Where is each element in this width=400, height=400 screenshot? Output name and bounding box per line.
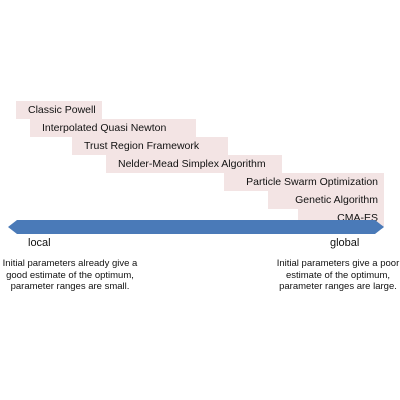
algorithm-bar-classic-powell: Classic Powell <box>16 101 102 119</box>
local-description: Initial parameters already give a good e… <box>2 258 138 292</box>
algorithm-label: Nelder-Mead Simplex Algorithm <box>118 158 266 170</box>
global-pole-label: global <box>330 237 360 249</box>
algorithm-label: Trust Region Framework <box>84 140 200 152</box>
double-arrow-axis <box>8 220 384 234</box>
algorithm-label: Particle Swarm Optimization <box>246 176 378 188</box>
algorithm-bar-interpolated-quasi-newton: Interpolated Quasi Newton <box>30 119 196 137</box>
algorithm-bar-genetic-algorithm: Genetic Algorithm <box>268 191 384 209</box>
algorithm-label: Interpolated Quasi Newton <box>42 122 167 134</box>
algorithm-label: Classic Powell <box>28 104 96 116</box>
algorithm-bar-nelder-mead: Nelder-Mead Simplex Algorithm <box>106 155 282 173</box>
global-description: Initial parameters give a poor estimate … <box>276 258 400 292</box>
algorithm-bar-trust-region-framework: Trust Region Framework <box>72 137 228 155</box>
double-arrow-shape <box>8 220 384 234</box>
algorithm-bar-particle-swarm: Particle Swarm Optimization <box>224 173 384 191</box>
algorithm-label: Genetic Algorithm <box>295 194 378 206</box>
local-pole-label: local <box>28 237 51 249</box>
